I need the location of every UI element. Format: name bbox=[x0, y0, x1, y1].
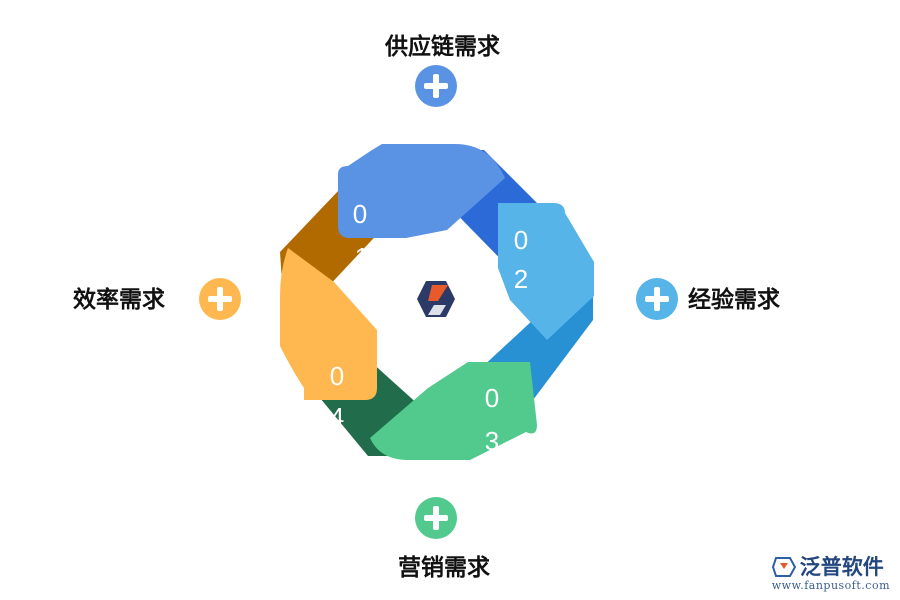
watermark-url: www.fanpusoft.com bbox=[771, 579, 890, 592]
section-label-supply-chain: 供应链需求 bbox=[385, 34, 500, 60]
step-number-1: 0 bbox=[353, 199, 367, 229]
plus-circle-icon-right[interactable] bbox=[636, 278, 678, 320]
section-label-experience: 经验需求 bbox=[688, 287, 780, 313]
arrow-segment-1 bbox=[338, 144, 505, 238]
step-number-4: 0 bbox=[330, 361, 344, 391]
step-number-2: 0 bbox=[514, 225, 528, 255]
step-number-4-second: 4 bbox=[330, 402, 344, 432]
plus-circle-icon-top[interactable] bbox=[415, 65, 457, 107]
arrow-segment-3 bbox=[370, 362, 537, 460]
watermark-name: 泛普软件 bbox=[799, 554, 884, 579]
watermark: 泛普软件 www.fanpusoft.com bbox=[771, 554, 890, 592]
step-number-3-second: 3 bbox=[485, 426, 499, 456]
step-number-1-second: 1 bbox=[355, 242, 369, 272]
section-label-efficiency: 效率需求 bbox=[73, 287, 165, 313]
plus-circle-icon-bottom[interactable] bbox=[415, 497, 457, 539]
step-number-2-second: 2 bbox=[514, 264, 528, 294]
arrow-segment-2 bbox=[498, 203, 594, 340]
plus-circle-icon-left[interactable] bbox=[199, 278, 241, 320]
fanpu-logo-icon bbox=[771, 557, 796, 577]
hexagon-logo-icon bbox=[417, 281, 455, 317]
section-label-marketing: 营销需求 bbox=[398, 555, 490, 581]
arrow-segment-4 bbox=[280, 248, 377, 400]
step-number-3: 0 bbox=[485, 383, 499, 413]
